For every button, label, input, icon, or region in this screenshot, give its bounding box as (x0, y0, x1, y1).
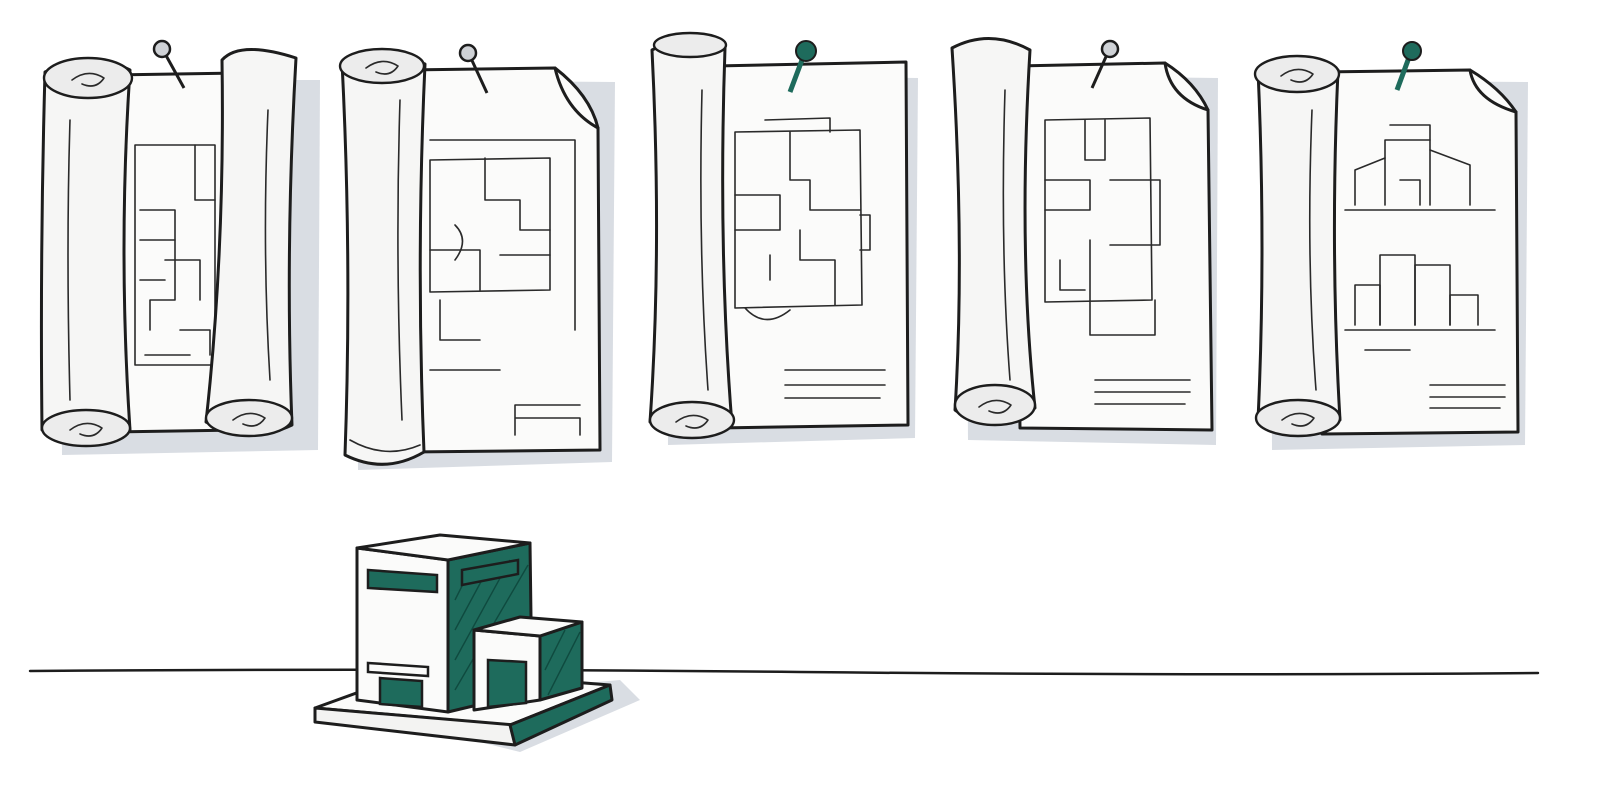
blueprint-4 (950, 37, 1218, 445)
floor-plan-drawing (1044, 117, 1191, 405)
rolled-paper (648, 31, 736, 440)
blueprint-2 (338, 43, 615, 470)
ground-line (28, 668, 1540, 676)
floor-plan-drawing (734, 117, 886, 399)
rolled-paper (1253, 54, 1342, 438)
metal-pin-icon (458, 43, 489, 94)
building-model-icon (313, 533, 640, 752)
rolled-paper (39, 56, 134, 448)
rolled-paper (338, 47, 427, 466)
rolled-paper (204, 48, 298, 438)
blueprint-1 (39, 39, 320, 455)
green-pin-icon (1394, 41, 1422, 91)
floor-plan-drawing (429, 139, 581, 436)
rolled-paper (950, 37, 1037, 427)
metal-pin-icon (1090, 39, 1120, 89)
blueprint-3 (648, 31, 918, 445)
elevation-drawing (1344, 124, 1506, 409)
metal-pin-icon (152, 39, 186, 89)
green-pin-icon (787, 40, 817, 93)
blueprint-5 (1253, 41, 1528, 450)
